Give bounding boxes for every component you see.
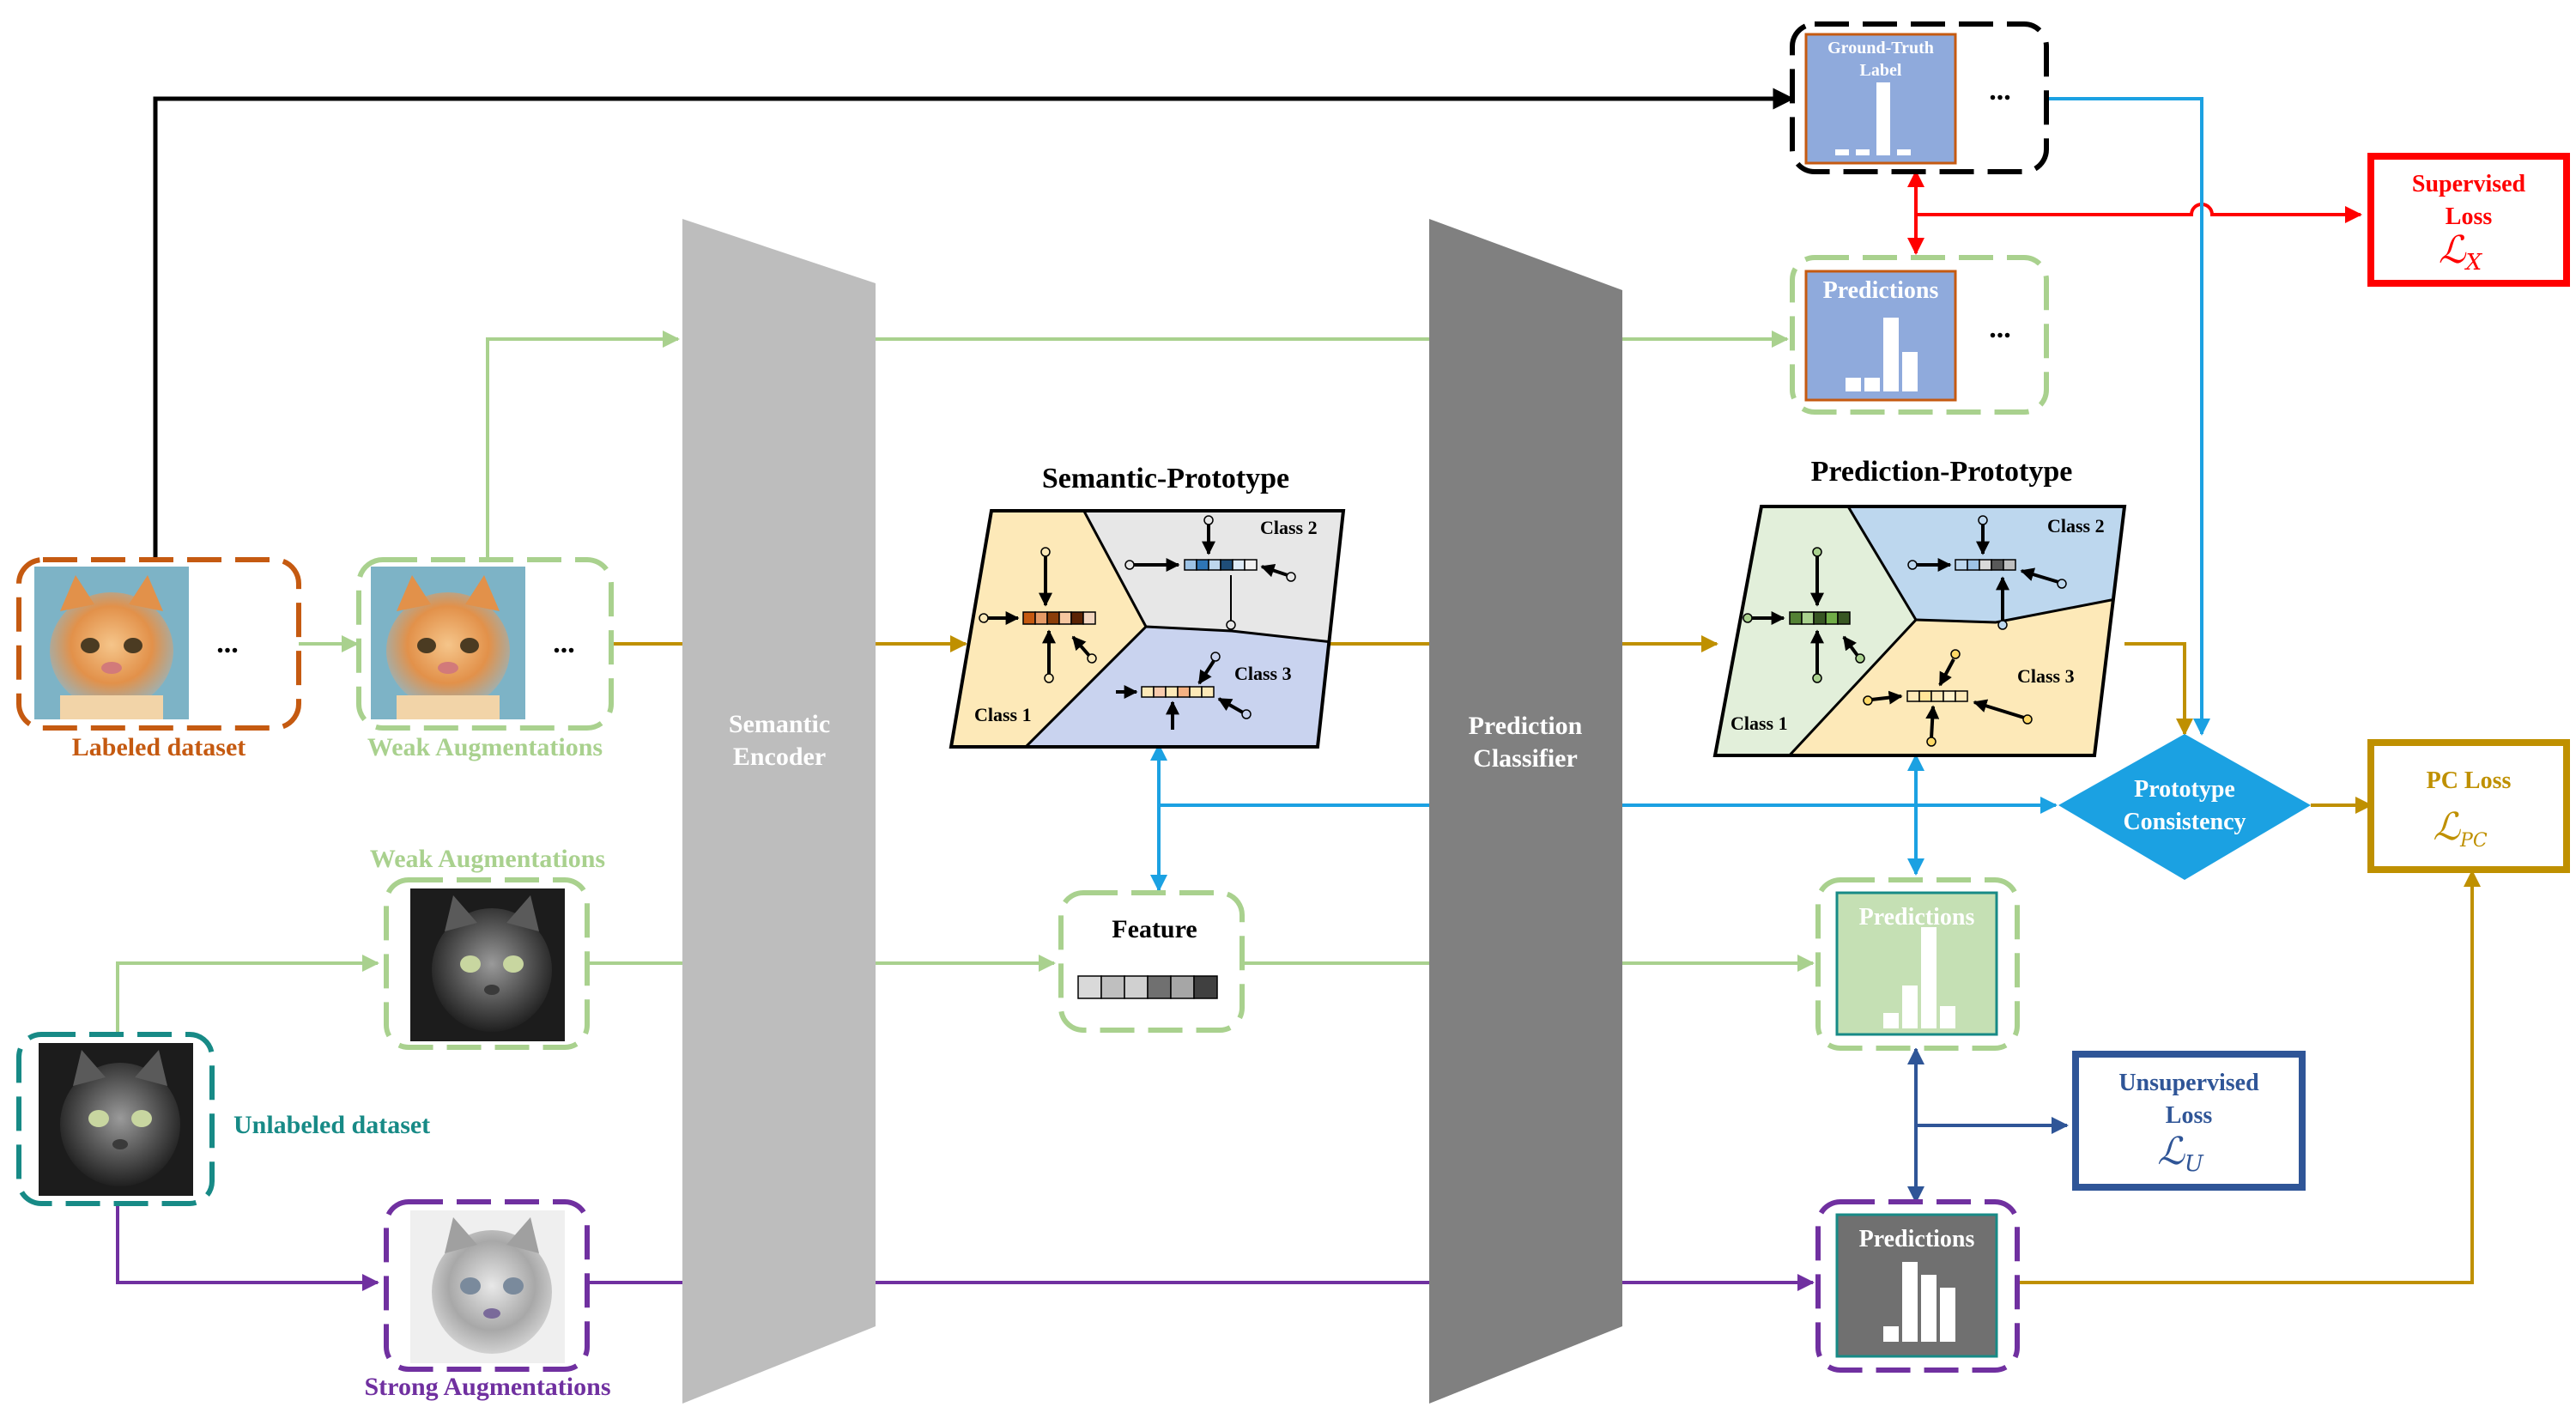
sp-bar-3 [1921, 1275, 1937, 1342]
prediction-class1-vector [1789, 611, 1851, 625]
weak-unlabeled-cat-image [410, 888, 565, 1041]
labeled-dataset-box: ... [16, 557, 301, 731]
unlabeled-cat-image [39, 1043, 193, 1196]
weak-augmentations-top-label: Weak Augmentations [367, 733, 603, 761]
labeled-predictions-label: Predictions [1823, 277, 1939, 304]
semantic-encoder [682, 219, 876, 1404]
strong-predictions-to-pc-loss-arrow [2015, 870, 2481, 1284]
pc-loss-label: PC Loss [2427, 767, 2512, 794]
labeled-to-ground-truth-arrow [153, 88, 1795, 560]
wp-bar-1 [1883, 1013, 1899, 1028]
strong-augmentations-label: Strong Augmentations [365, 1373, 611, 1401]
semantic-prototype-title: Semantic-Prototype [1042, 463, 1289, 494]
semantic-class3-vector [1141, 686, 1215, 698]
lp-bar-4 [1902, 352, 1918, 391]
gt-bar-3 [1876, 82, 1890, 155]
feature-box: Feature [1058, 890, 1245, 1033]
gt-to-consistency-arrow [2046, 97, 2210, 736]
gt-bar-1 [1835, 149, 1849, 155]
prediction-classifier [1429, 219, 1622, 1404]
prediction-prototype-title: Prediction-Prototype [1811, 456, 2073, 488]
unlabeled-dataset-box [16, 1032, 215, 1206]
strong-augmentation-box [384, 1199, 590, 1372]
weak-augmentations-bottom-label: Weak Augmentations [370, 845, 605, 873]
weak-augmentation-unlabeled-box [384, 877, 590, 1050]
prediction-class1-label: Class 1 [1730, 713, 1788, 734]
gt-bar-4 [1897, 149, 1911, 155]
strong-aug-cat-image [410, 1210, 565, 1363]
labeled-cat-image [34, 567, 189, 719]
labeled-ellipsis: ... [216, 628, 239, 659]
gt-ellipsis: ... [1989, 75, 2011, 106]
weak-ellipsis: ... [553, 628, 575, 659]
prediction-class2-vector [1955, 559, 2016, 571]
unlabeled-dataset-label: Unlabeled dataset [233, 1111, 430, 1139]
semantic-class1-vector [1022, 611, 1096, 625]
weak-augmentation-labeled-box: ... [356, 557, 614, 731]
semantic-class3-label: Class 3 [1234, 663, 1292, 684]
lp-bar-1 [1846, 378, 1861, 391]
prediction-prototype-panel: Class 1 Class 2 Class 3 [1712, 505, 2127, 757]
pc-loss-box: PC Loss ℒPC [2367, 739, 2570, 873]
pc-loss-symbol: ℒPC [2433, 805, 2488, 852]
weak-predictions-box: Predictions [1815, 877, 2020, 1051]
weak-aug-cat-image [371, 567, 525, 719]
weak-to-encoder-arrow [486, 331, 680, 558]
prediction-class3-label: Class 3 [2017, 665, 2075, 687]
wp-bar-4 [1940, 1006, 1955, 1028]
labeled-dataset-label: Labeled dataset [72, 733, 246, 761]
to-supervised-loss-arrow [1916, 203, 2362, 223]
semantic-class2-vector [1184, 559, 1258, 571]
feature-label: Feature [1112, 915, 1197, 943]
unlabeled-to-weak-arrow [116, 955, 379, 1034]
feature-vector [1077, 975, 1218, 999]
prediction-prototype-to-consistency-arrow [2124, 642, 2193, 736]
unlabeled-to-strong-arrow [116, 1204, 379, 1291]
wp-bar-2 [1902, 985, 1918, 1028]
wp-bar-3 [1921, 927, 1937, 1028]
supervised-loss-symbol: ℒX [2439, 228, 2483, 276]
weak-predictions-label: Predictions [1859, 904, 1975, 931]
semantic-class2-label: Class 2 [1260, 517, 1318, 538]
semantic-class1-label: Class 1 [974, 704, 1032, 725]
strong-predictions-label: Predictions [1859, 1226, 1975, 1252]
lp-bar-2 [1864, 378, 1880, 391]
strong-predictions-box: Predictions [1815, 1199, 2020, 1373]
gt-bar-2 [1856, 149, 1870, 155]
predictions-ellipsis: ... [1989, 312, 2011, 344]
labeled-predictions-box: Predictions ... [1790, 255, 2049, 415]
unsupervised-loss-symbol: ℒU [2157, 1130, 2204, 1177]
semantic-prototype-panel: Class 1 Class 2 Class 3 [949, 509, 1346, 749]
sp-bar-1 [1883, 1326, 1899, 1342]
lp-bar-3 [1883, 318, 1899, 391]
sp-bar-2 [1902, 1262, 1918, 1342]
prediction-class2-label: Class 2 [2047, 515, 2105, 537]
prediction-class3-vector [1906, 690, 1968, 702]
sp-bar-4 [1940, 1288, 1955, 1342]
